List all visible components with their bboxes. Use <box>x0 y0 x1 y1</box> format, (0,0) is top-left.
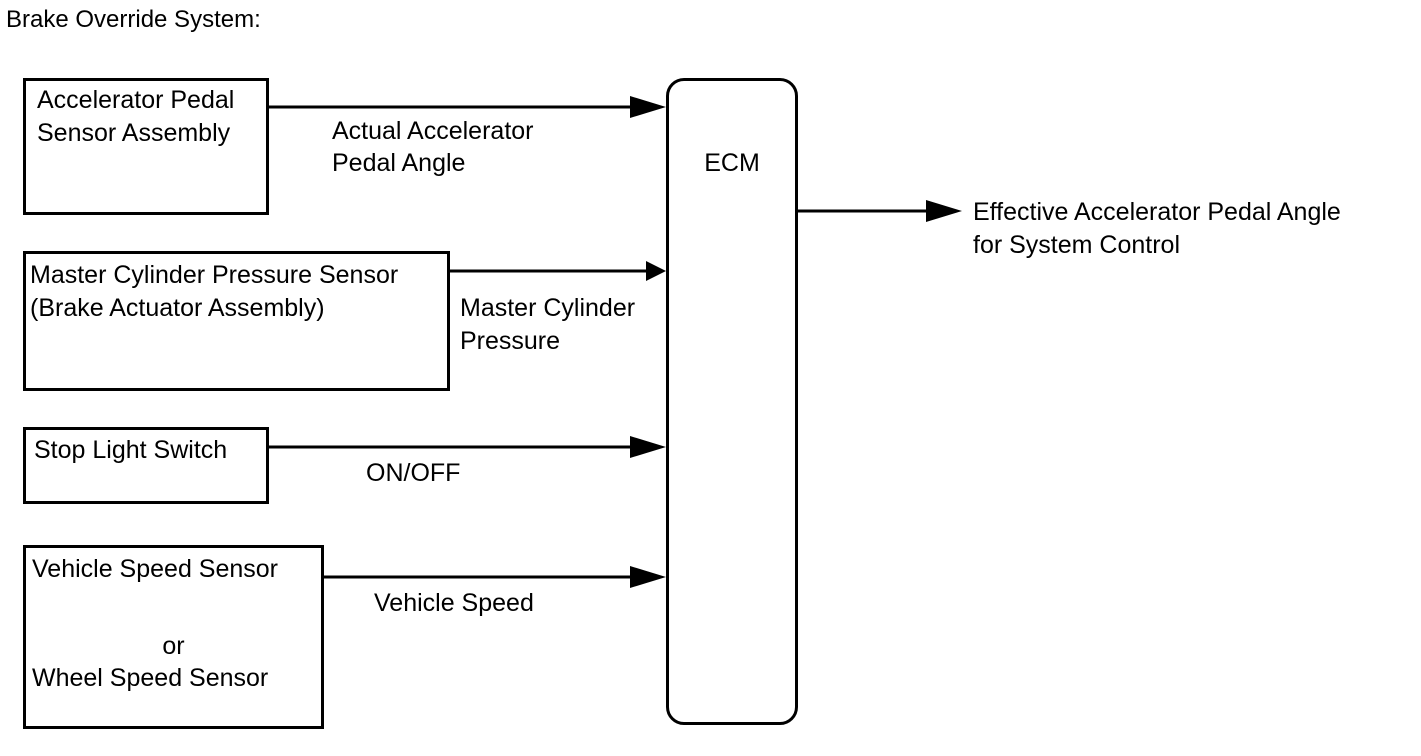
accelerator-pedal-sensor-label-line1: Accelerator Pedal <box>37 86 235 114</box>
on-off-signal-label: ON/OFF <box>366 459 461 487</box>
diagram-title: Brake Override System: <box>6 6 261 33</box>
vehicle-speed-arrow-head-icon <box>630 566 666 588</box>
wheel-speed-sensor-label: Wheel Speed Sensor <box>32 664 269 692</box>
stop-light-switch-label: Stop Light Switch <box>34 436 228 464</box>
actual-accelerator-signal-label-line1: Actual Accelerator <box>332 117 534 145</box>
accelerator-pedal-sensor-box <box>23 78 269 215</box>
accelerator-arrow-head-icon <box>630 96 666 118</box>
output-arrow-head-icon <box>926 200 962 222</box>
stop-light-switch-box <box>23 427 269 504</box>
actual-accelerator-signal-label-line2: Pedal Angle <box>332 149 466 177</box>
master-cylinder-signal-label-line1: Master Cylinder <box>460 294 636 322</box>
or-label: or <box>162 632 185 660</box>
master-cylinder-pressure-sensor-label-line1: Master Cylinder Pressure Sensor <box>30 261 399 289</box>
effective-accelerator-output-label-line2: for System Control <box>973 231 1181 259</box>
effective-accelerator-output-label-line1: Effective Accelerator Pedal Angle <box>973 198 1341 226</box>
accelerator-pedal-sensor-label-line2: Sensor Assembly <box>37 119 231 147</box>
vehicle-speed-signal-label: Vehicle Speed <box>374 589 534 617</box>
vehicle-speed-sensor-box <box>23 545 324 729</box>
ecm-label: ECM <box>704 149 760 177</box>
master-cylinder-arrow-head-icon <box>646 261 666 281</box>
master-cylinder-pressure-sensor-label-line2: (Brake Actuator Assembly) <box>30 294 325 322</box>
master-cylinder-signal-label-line2: Pressure <box>460 327 561 355</box>
master-cylinder-pressure-sensor-box <box>23 251 450 391</box>
ecm-block: ECM <box>666 78 798 725</box>
stop-light-arrow-head-icon <box>630 436 666 458</box>
vehicle-speed-sensor-label: Vehicle Speed Sensor <box>32 555 279 583</box>
